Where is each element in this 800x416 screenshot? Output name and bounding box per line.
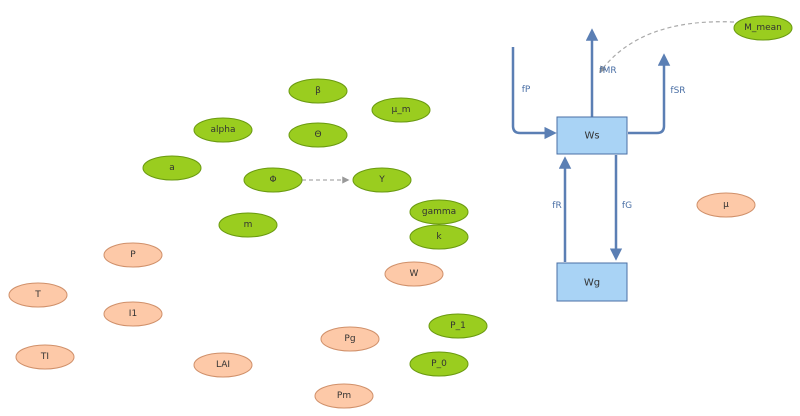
var-W-label: W [410,269,419,279]
param-k[interactable]: k [409,224,469,250]
param-Y[interactable]: Y [352,167,412,193]
var-mu[interactable]: μ [696,192,756,218]
var-P-label: P [130,250,136,260]
flow-fG-label: fG [622,201,632,211]
var-Pm[interactable]: Pm [314,383,374,409]
stock-Wg[interactable]: Wg [556,262,628,302]
flow-labels: fP fMR fSR fR fG [522,66,686,211]
var-LAI-label: LAI [216,360,230,370]
flow-fR-label: fR [552,201,561,211]
param-gamma[interactable]: gamma [409,199,469,225]
param-beta[interactable]: β [288,78,348,104]
param-m[interactable]: m [218,212,278,238]
link-Mmean-to-fMR[interactable] [599,21,735,74]
var-P[interactable]: P [103,242,163,268]
flow-fSR-label: fSR [670,86,685,96]
param-Y-label: Y [378,175,385,185]
var-LAI[interactable]: LAI [193,352,253,378]
param-theta-label: Θ [314,130,321,140]
flows [511,28,671,262]
stock-Ws[interactable]: Ws [556,116,628,155]
param-beta-label: β [315,86,321,96]
param-M-mean-label: M_mean [744,23,782,33]
param-alpha-label: alpha [211,125,236,135]
var-W[interactable]: W [384,261,444,287]
param-M-mean[interactable]: M_mean [733,15,793,41]
var-Pm-label: Pm [337,391,351,401]
var-TI-label: TI [40,352,49,362]
param-mu-m[interactable]: μ_m [371,97,431,123]
param-gamma-label: gamma [422,207,456,217]
param-m-label: m [244,220,253,230]
param-k-label: k [436,232,442,242]
var-T[interactable]: T [8,282,68,308]
var-mu-label: μ [723,200,729,210]
param-phi-label: Φ [269,175,276,185]
param-theta[interactable]: Θ [288,122,348,148]
param-P-0[interactable]: P_0 [409,351,469,377]
var-I1-label: I1 [129,309,137,319]
param-alpha[interactable]: alpha [193,117,253,143]
stock-Ws-label: Ws [584,131,599,142]
flow-fSR-arrow[interactable] [628,53,671,135]
param-P-0-label: P_0 [431,359,447,369]
flow-fMR-label: fMR [599,66,616,76]
param-phi[interactable]: Φ [243,167,303,193]
var-T-label: T [34,290,41,300]
variables: P T I1 TI LAI Pg Pm W [8,192,756,409]
stock-Wg-label: Wg [584,278,600,289]
links [302,21,735,184]
parameters: β μ_m alpha Θ a Φ Y gamma [142,15,793,377]
var-I1[interactable]: I1 [103,301,163,327]
flow-fP-arrow[interactable] [511,47,557,140]
var-Pg-label: Pg [344,334,355,344]
var-TI[interactable]: TI [15,344,75,370]
param-mu-m-label: μ_m [392,105,411,115]
param-P-1[interactable]: P_1 [428,313,488,339]
param-a[interactable]: a [142,155,202,181]
param-P-1-label: P_1 [450,321,466,331]
flow-fP-label: fP [522,85,531,95]
param-a-label: a [169,163,175,173]
var-Pg[interactable]: Pg [320,326,380,352]
